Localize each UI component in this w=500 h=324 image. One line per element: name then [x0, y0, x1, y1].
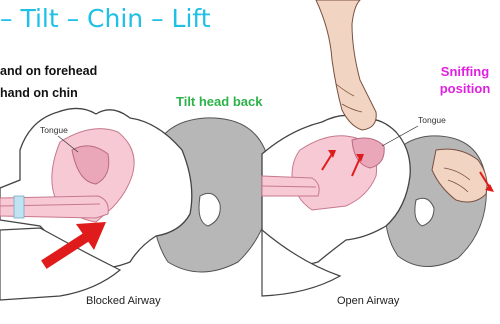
open-airway-figure [262, 0, 494, 296]
tilt-head-back-label: Tilt head back [176, 94, 262, 109]
instruction-line-chin: hand on chin [0, 86, 78, 100]
tongue-label-left: Tongue [40, 125, 68, 135]
sniffing-position-label: Sniffing position [430, 63, 500, 97]
tongue-label-right: Tongue [418, 115, 446, 125]
instruction-line-forehead: and on forehead [0, 64, 97, 78]
blocked-airway-figure [0, 108, 271, 300]
caption-blocked-airway: Blocked Airway [86, 295, 161, 307]
hand-on-chin-icon [316, 0, 376, 130]
page-title: – Tilt – Chin – Lift [0, 4, 211, 33]
caption-open-airway: Open Airway [337, 295, 399, 307]
